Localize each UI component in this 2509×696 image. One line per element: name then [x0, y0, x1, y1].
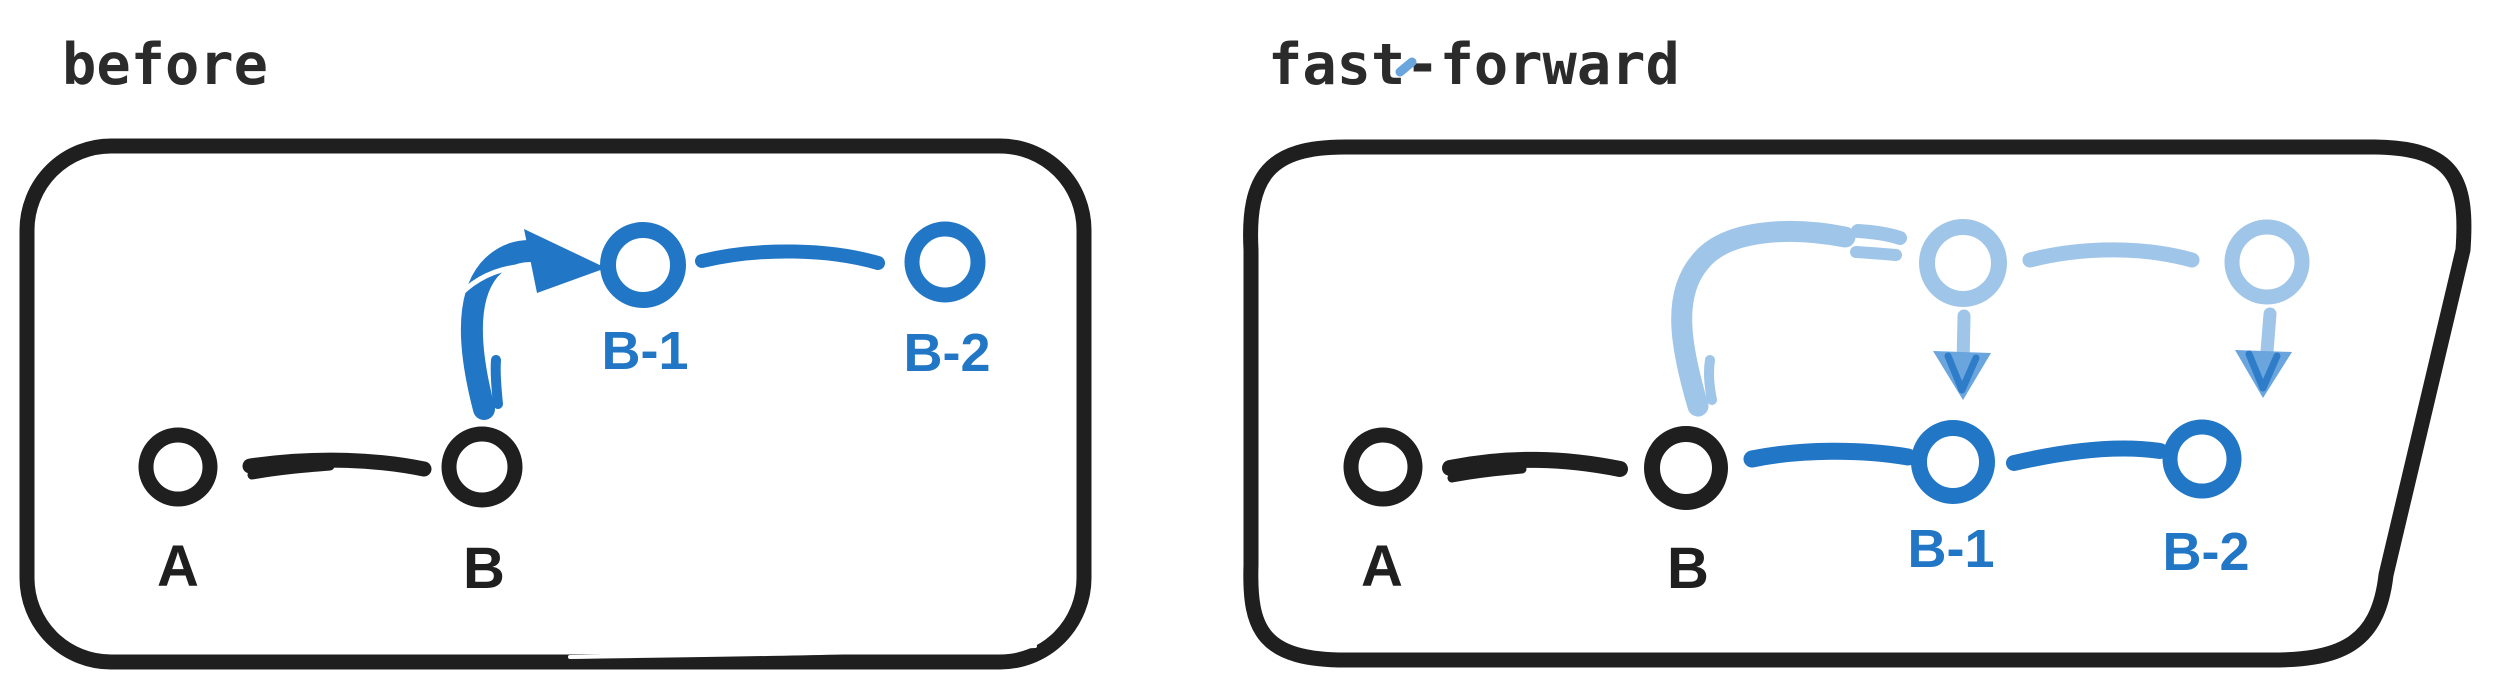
ff-commit-b2-node [2162, 419, 2242, 499]
ff-commit-b1-node [1911, 420, 1995, 504]
apply-arrow-1 [1933, 309, 1991, 400]
apply-arrow-1-head-core [1944, 352, 1980, 394]
ghost-branch-end-dash-2 [1850, 246, 1902, 261]
ghost-branch-pen-fork [1703, 355, 1717, 405]
ff-commit-b-node [1644, 426, 1728, 510]
apply-arrow-2-head-core [2245, 350, 2281, 392]
commit-a-label: A [157, 534, 199, 599]
ff-commit-a-node [1343, 427, 1423, 507]
branch-arrow-pen-fork [490, 355, 503, 409]
edge-a-b [242, 452, 432, 477]
branch-arrow-sketch-gap [452, 263, 531, 303]
ghost-edge-b1-b2 [2022, 242, 2200, 268]
commit-b2-node [904, 221, 986, 303]
before-panel: before A B B-1 B-2 [19, 32, 1092, 670]
commit-a-node [138, 427, 218, 507]
fast-forward-panel-border [1243, 139, 2472, 668]
ff-commit-b-label: B [1667, 536, 1709, 601]
border-sketch-gap [568, 644, 1037, 659]
ff-commit-b2-label: B-2 [2162, 522, 2249, 582]
edge-a-b-pen-fork [247, 461, 335, 480]
apply-arrow-2 [2235, 307, 2292, 398]
before-panel-border [19, 138, 1092, 670]
commit-b1-node [600, 222, 686, 308]
commit-b-node [441, 426, 523, 508]
before-panel-title: before [62, 32, 268, 98]
commit-b1-label: B-1 [601, 321, 688, 381]
ff-edge-b-b1 [1743, 442, 1917, 468]
ghost-branch-end-dash-1 [1851, 224, 1907, 245]
ff-edge-a-b [1442, 451, 1628, 477]
ghost-commit-b1-node [1919, 219, 2007, 307]
ghost-commit-b2-node [2224, 219, 2310, 305]
ff-commit-a-label: A [1361, 534, 1403, 599]
ff-edge-b1-b2 [2006, 440, 2168, 471]
commit-b-label: B [463, 536, 505, 601]
commit-b2-label: B-2 [903, 323, 990, 383]
branch-arrowhead [524, 229, 606, 293]
pen-fleck [1395, 57, 1417, 77]
ff-commit-b1-label: B-1 [1907, 519, 1994, 579]
ghost-branch-curve [1671, 220, 1856, 417]
edge-b1-b2 [695, 244, 885, 270]
fast-forward-panel-title: fast-forward [1268, 32, 1680, 98]
fast-forward-panel: fast-forward A B [1243, 32, 2472, 668]
ff-edge-a-b-pen-fork [1447, 464, 1527, 483]
